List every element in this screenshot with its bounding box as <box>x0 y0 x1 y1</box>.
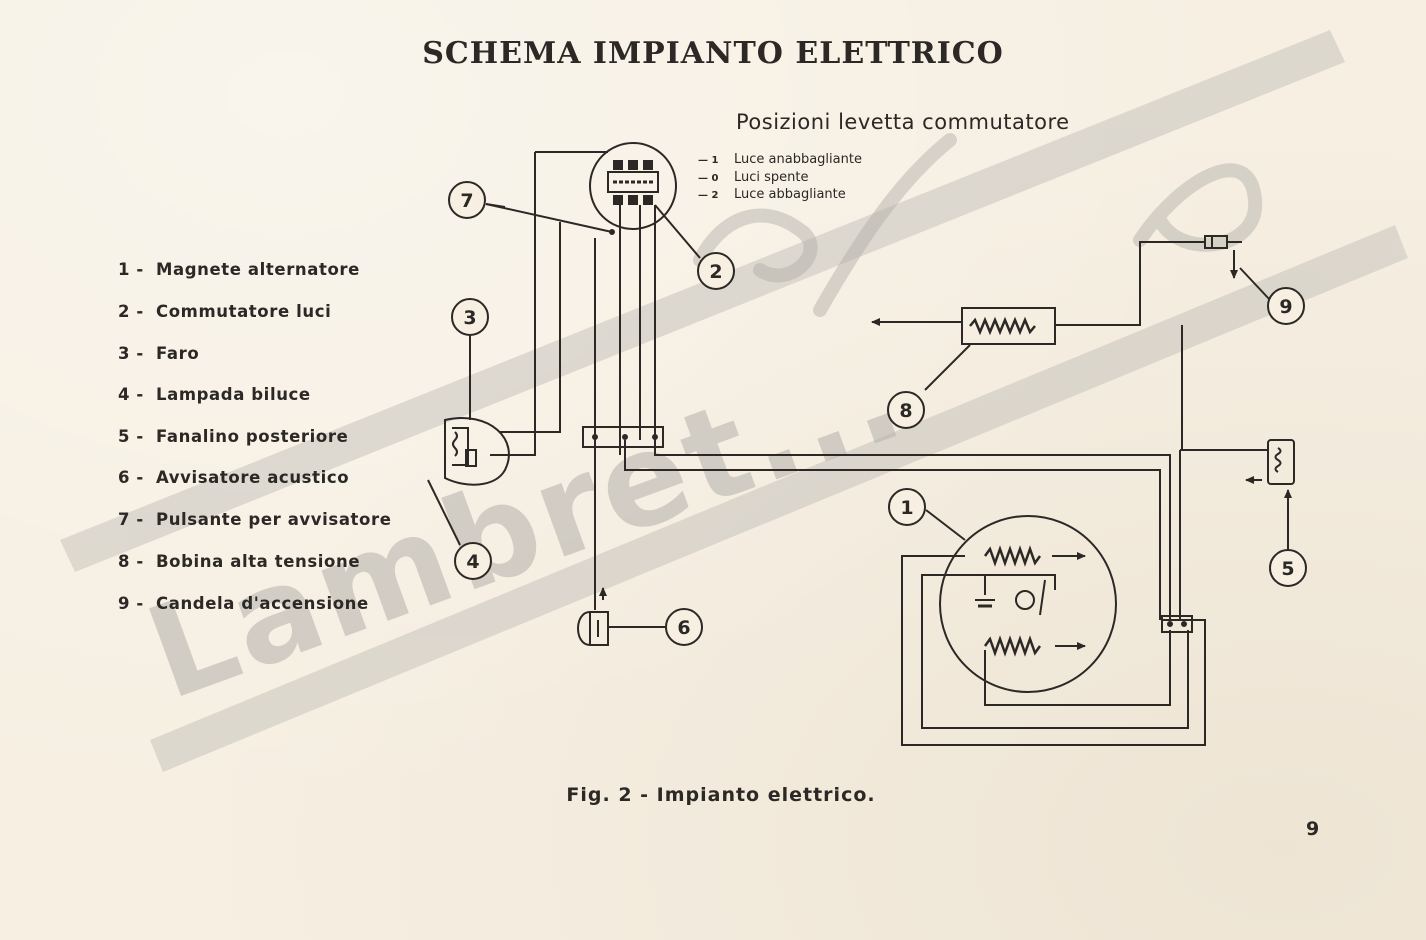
switch-position-label: Luce anabbagliante <box>734 152 862 167</box>
legend-item: 2 -Commutatore luci <box>118 302 332 321</box>
page-title: SCHEMA IMPIANTO ELETTRICO <box>422 36 1004 71</box>
svg-text:7: 7 <box>460 190 473 212</box>
connectors <box>592 229 1193 633</box>
callout-9: 9 <box>1267 287 1305 325</box>
callout-6: 6 <box>665 608 703 646</box>
switch-position-row: — 2 Luce abbagliante <box>698 187 846 202</box>
svg-text:3: 3 <box>463 307 476 329</box>
horn <box>577 610 609 647</box>
ignition-coil <box>961 307 1056 345</box>
wires <box>427 151 1289 746</box>
watermark-bands <box>60 30 1408 772</box>
legend-item: 7 -Pulsante per avvisatore <box>118 510 392 529</box>
callout-2: 2 <box>697 252 735 290</box>
watermark-script <box>693 133 1263 317</box>
svg-text:1: 1 <box>900 497 913 519</box>
legend-item: 6 -Avvisatore acustico <box>118 468 350 487</box>
arrows <box>485 203 1292 650</box>
legend-item: 9 -Candela d'accensione <box>118 594 369 613</box>
callout-5: 5 <box>1269 549 1307 587</box>
svg-text:2: 2 <box>709 261 722 283</box>
switch-positions-title: Posizioni levetta commutatore <box>736 110 1070 134</box>
switch-position-code: — 0 <box>698 173 719 184</box>
legend-item: 3 -Faro <box>118 344 200 363</box>
legend-item: 5 -Fanalino posteriore <box>118 427 349 446</box>
callout-8: 8 <box>887 391 925 429</box>
legend-item: 8 -Bobina alta tensione <box>118 552 361 571</box>
callout-1: 1 <box>888 488 926 526</box>
figure-caption: Fig. 2 - Impianto elettrico. <box>566 784 876 806</box>
switch-position-label: Luci spente <box>734 170 809 185</box>
svg-text:5: 5 <box>1281 558 1294 580</box>
callout-7: 7 <box>448 181 486 219</box>
svg-text:6: 6 <box>677 617 690 639</box>
switch-position-row: — 0 Luci spente <box>698 170 809 185</box>
headlight <box>444 417 510 486</box>
svg-text:4: 4 <box>466 551 479 573</box>
svg-text:8: 8 <box>899 400 912 422</box>
switch-position-code: — 2 <box>698 190 719 201</box>
legend-item: 4 -Lampada biluce <box>118 385 311 404</box>
page-number: 9 <box>1306 818 1320 840</box>
switch-position-code: — 1 <box>698 155 719 166</box>
magneto-alternator <box>939 515 1117 693</box>
switch-position-label: Luce abbagliante <box>734 187 846 202</box>
legend-item: 1 -Magnete alternatore <box>118 260 360 279</box>
callout-4: 4 <box>454 542 492 580</box>
callout-3: 3 <box>451 298 489 336</box>
light-switch <box>589 142 677 230</box>
svg-text:9: 9 <box>1279 296 1292 318</box>
tail-light <box>1267 439 1295 485</box>
spark-plug <box>1204 235 1242 249</box>
switch-position-row: — 1 Luce anabbagliante <box>698 152 862 167</box>
